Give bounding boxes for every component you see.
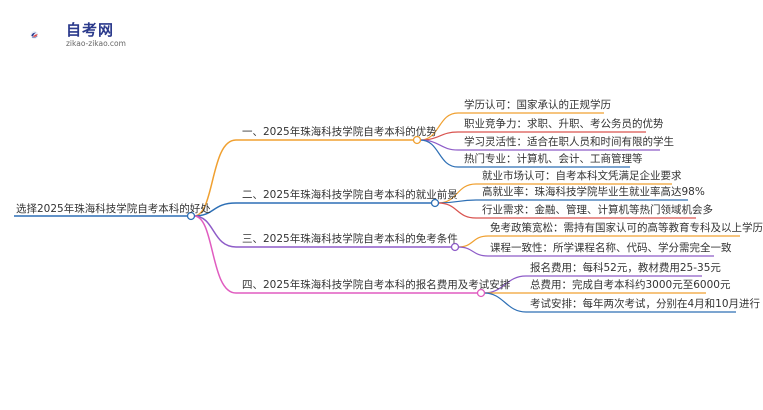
root-node: 选择2025年珠海科技学院自考本科的好处 [16,203,211,215]
leaf-node: 学历认可：国家承认的正规学历 [464,99,611,111]
leaf-node: 总费用：完成自考本科约3000元至6000元 [530,279,731,291]
site-name: 自考网 [66,21,115,39]
leaf-node: 免考政策宽松：需持有国家认可的高等教育专科及以上学历 [490,222,763,234]
leaf-node: 考试安排：每年两次考试，分别在4月和10月进行 [530,298,761,310]
leaf-node: 学习灵活性：适合在职人员和时间有限的学生 [464,136,674,148]
leaf-node: 报名费用：每科52元，教材费用25-35元 [530,262,721,274]
site-url: zikao-zikao.com [66,39,126,48]
leaf-node: 课程一致性：所学课程名称、代码、学分需完全一致 [490,242,732,254]
branch-3-label: 三、2025年珠海科技学院自考本科的免考条件 [242,233,458,245]
leaf-node: 热门专业：计算机、会计、工商管理等 [464,153,643,165]
leaf-node: 职业竞争力：求职、升职、考公务员的优势 [464,118,664,130]
site-logo [30,31,39,39]
branch-2-label: 二、2025年珠海科技学院自考本科的就业前景 [242,189,458,201]
leaf-node: 就业市场认可：自考本科文凭满足企业要求 [482,170,682,182]
branch-1-label: 一、2025年珠海科技学院自考本科的优势 [242,126,437,138]
leaf-node: 行业需求：金融、管理、计算机等热门领域机会多 [482,204,713,216]
leaf-node: 高就业率：珠海科技学院毕业生就业率高达98% [482,186,705,198]
branch-4-label: 四、2025年珠海科技学院自考本科的报名费用及考试安排 [242,279,511,291]
